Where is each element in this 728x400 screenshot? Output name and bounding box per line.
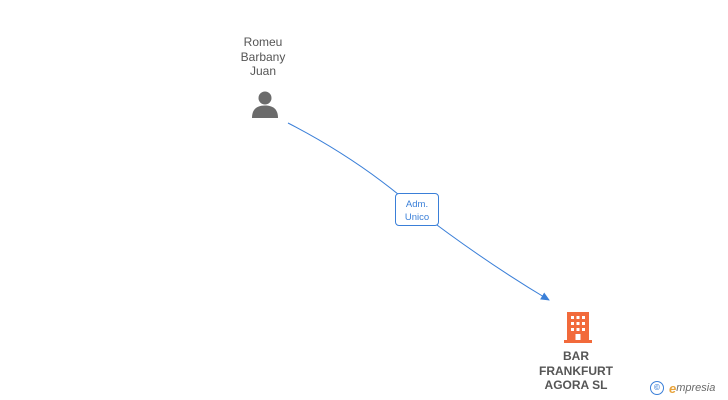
person-node-label[interactable]: Romeu Barbany Juan <box>203 35 323 79</box>
person-name-line-3: Juan <box>249 64 277 78</box>
company-name-line-2: FRANKFURT <box>539 363 613 378</box>
relationship-label-line-1: Adm. <box>405 199 429 210</box>
brand-initial: e <box>669 380 677 396</box>
copyright-icon: © <box>650 381 664 395</box>
person-icon[interactable] <box>250 90 280 120</box>
brand-name: mpresia <box>676 382 716 394</box>
person-name-line-1: Romeu <box>243 35 283 49</box>
company-name-line-3: AGORA SL <box>544 378 608 392</box>
person-name-line-2: Barbany <box>240 49 286 64</box>
empresia-watermark: © e mpresia <box>650 379 715 397</box>
building-icon[interactable] <box>562 310 594 344</box>
company-node-label[interactable]: BAR FRANKFURT AGORA SL <box>516 349 636 393</box>
relationship-label-line-2: Unico <box>404 212 430 223</box>
relationship-label[interactable]: Adm. Unico <box>395 193 439 226</box>
company-name-line-1: BAR <box>563 349 589 363</box>
